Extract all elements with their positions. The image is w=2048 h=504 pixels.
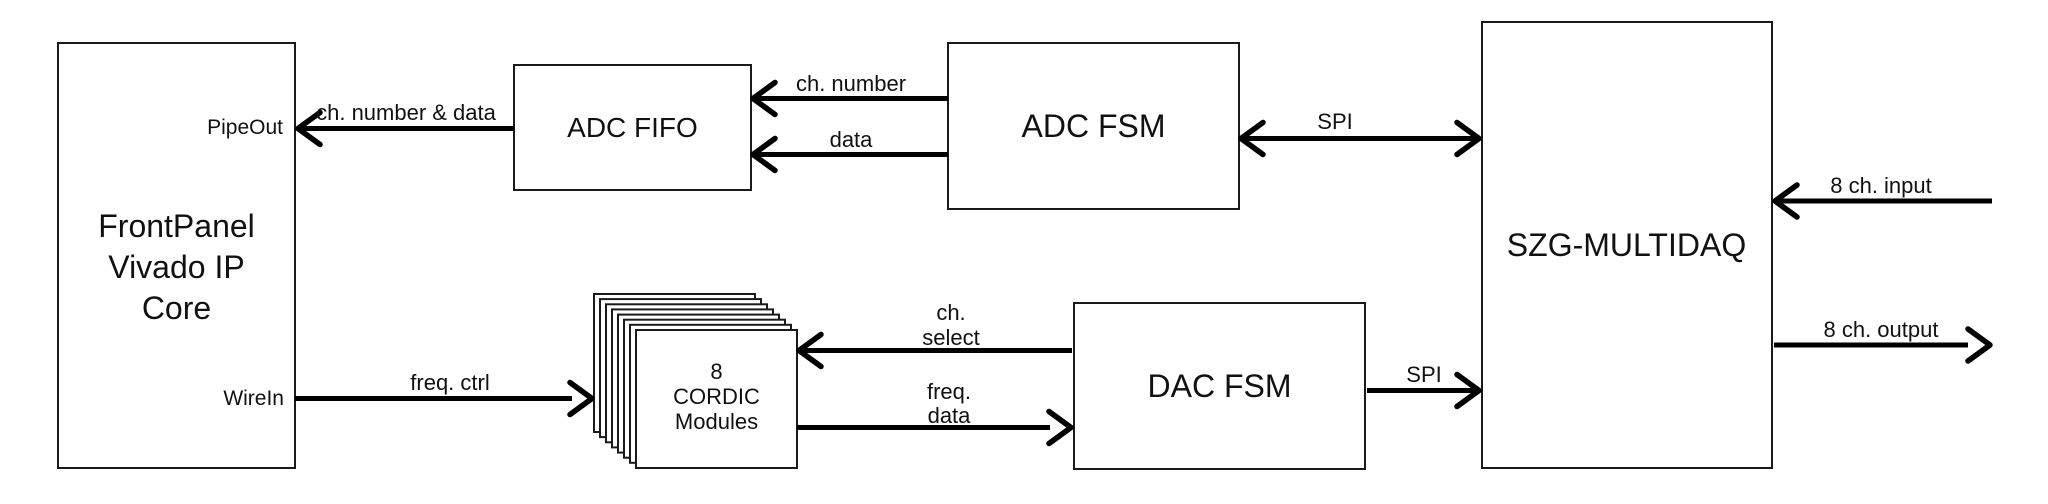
arrow-8ch-input: 8 ch. input: [1772, 173, 1992, 220]
edge-label-ch-select-line1: ch.: [936, 300, 965, 325]
dac-fsm-label: DAC FSM: [1148, 368, 1292, 404]
arrowhead-left-icon: [796, 331, 824, 370]
node-adc-fifo: ADC FIFO: [513, 64, 752, 191]
adc-fifo-label: ADC FIFO: [567, 112, 698, 143]
edge-label-ch-number-data: ch. number & data: [316, 100, 497, 125]
node-frontpanel: FrontPanel Vivado IP Core PipeOut WireIn: [57, 42, 296, 469]
node-cordic: 8 CORDIC Modules: [673, 359, 760, 434]
cordic-stack: [593, 293, 798, 469]
arrow-adc-spi: SPI: [1238, 109, 1482, 158]
arrow-8ch-output: 8 ch. output: [1774, 317, 1993, 364]
edge-label-freq-ctrl: freq. ctrl: [410, 370, 489, 395]
frontpanel-label-line1: FrontPanel: [98, 208, 255, 244]
frontpanel-label-line2: Vivado IP: [108, 249, 244, 285]
arrow-dac-spi: SPI: [1367, 362, 1482, 410]
arrow-freq-data: freq. data: [797, 379, 1074, 447]
adc-fifo-box: [513, 64, 752, 191]
cordic-label-line1: 8: [710, 359, 722, 384]
edge-label-8ch-output: 8 ch. output: [1824, 317, 1939, 342]
arrowhead-left-icon: [1238, 119, 1266, 158]
arrowhead-right-icon: [1965, 326, 1993, 364]
edge-label-8ch-input: 8 ch. input: [1830, 173, 1932, 198]
edge-label-ch-select-line2: select: [922, 325, 979, 350]
arrow-fsm-to-fifo-data: data: [750, 127, 948, 174]
arrowhead-right-icon: [567, 379, 595, 418]
edge-label-freq-data-line1: freq.: [927, 379, 971, 404]
cordic-module-box: [635, 329, 798, 469]
cordic-label-line2: CORDIC: [673, 384, 760, 409]
adc-fsm-box: [947, 42, 1240, 210]
arrowhead-right-icon: [1454, 119, 1482, 158]
node-szg-multidaq: SZG-MULTIDAQ: [1481, 21, 1773, 469]
edge-label-spi-dac: SPI: [1406, 362, 1441, 387]
dac-fsm-box: [1073, 302, 1366, 470]
node-dac-fsm: DAC FSM: [1073, 302, 1366, 470]
arrowhead-left-icon: [750, 79, 778, 118]
arrow-fifo-to-frontpanel: ch. number & data: [295, 100, 514, 148]
node-adc-fsm: ADC FSM: [947, 42, 1240, 210]
port-wirein-label: WireIn: [223, 387, 284, 410]
frontpanel-box: [57, 42, 296, 469]
arrowhead-right-icon: [1454, 371, 1482, 410]
arrow-freq-ctrl: freq. ctrl: [295, 370, 595, 418]
arrowhead-left-icon: [295, 109, 323, 148]
edge-label-ch-number: ch. number: [796, 71, 906, 96]
szg-multidaq-label: SZG-MULTIDAQ: [1507, 227, 1746, 263]
port-pipeout-label: PipeOut: [207, 116, 283, 139]
edge-label-data: data: [830, 127, 874, 152]
arrowhead-left-icon: [750, 135, 778, 174]
edge-label-spi-adc: SPI: [1317, 109, 1352, 134]
arrow-fsm-to-fifo-ch-number: ch. number: [750, 71, 948, 118]
frontpanel-label-line3: Core: [142, 290, 211, 326]
arrowhead-left-icon: [1772, 182, 1800, 220]
cordic-label-line3: Modules: [675, 409, 758, 434]
arrow-ch-select: ch. select: [796, 300, 1072, 370]
szg-multidaq-box: [1481, 21, 1773, 469]
edge-label-freq-data-line2: data: [928, 403, 972, 428]
arrowhead-right-icon: [1046, 408, 1074, 447]
adc-fsm-label: ADC FSM: [1022, 108, 1166, 144]
